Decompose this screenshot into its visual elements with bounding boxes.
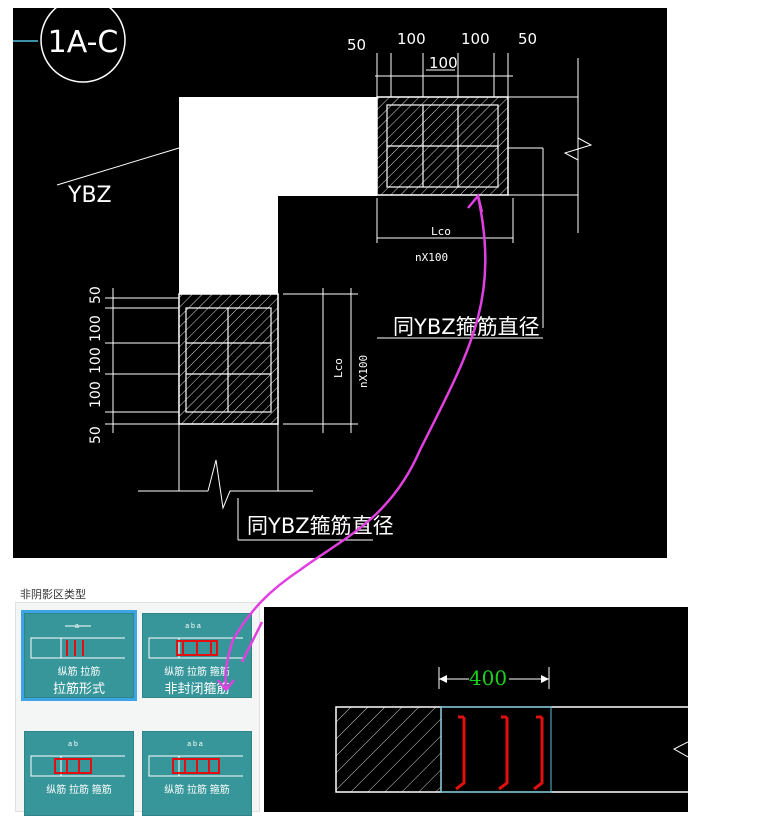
nx100-side-label: nX100: [357, 355, 370, 388]
tie-bar-form-icon: a: [30, 623, 125, 659]
tile-tie-bar-form[interactable]: a 纵筋 拉筋 拉筋形式: [21, 610, 137, 701]
preview-dimension: 400: [469, 666, 507, 690]
tile-non-closed-stirrup[interactable]: a b a 纵筋 拉筋 箍筋 非封闭箍筋: [142, 613, 252, 698]
left-dim-5: 50: [88, 426, 104, 444]
lco-top-label: Lco: [431, 225, 451, 238]
left-dim-1: 50: [88, 286, 104, 304]
axis-tag: 1A-C: [48, 25, 119, 60]
cad-drawing-top: 1A-C YBZ 50 100 100 100 50: [13, 0, 667, 558]
axis-bubble: [40, 0, 126, 83]
cad-drawing-canvas: 1A-C YBZ 50 100 100 100 50: [13, 0, 593, 541]
left-dim-3: 100: [88, 347, 104, 374]
rebar-tie-3: [533, 715, 544, 791]
tile3-sublabels: 纵筋 拉筋 箍筋: [46, 785, 112, 796]
nx100-top-label: nX100: [415, 251, 448, 264]
note-bottom: 同YBZ箍筋直径: [247, 514, 394, 538]
ybz-leader: [56, 147, 180, 186]
top-dim-4: 100: [461, 30, 490, 48]
cad-preview: 400: [264, 607, 689, 812]
top-dim-2: 100: [397, 30, 426, 48]
tile1-sublabels: 纵筋 拉筋: [57, 667, 101, 678]
top-dim-5: 50: [518, 30, 537, 48]
note-right: 同YBZ箍筋直径: [393, 315, 540, 339]
cad-preview-canvas: 400: [335, 666, 689, 793]
tile2-dim: a b a: [185, 623, 201, 630]
tile-closed-stirrup[interactable]: a b 纵筋 拉筋 箍筋: [24, 731, 134, 816]
top-dim-3: 100: [429, 54, 458, 72]
tile1-dim: a: [75, 623, 79, 630]
lco-side-label: Lco: [332, 358, 345, 378]
section-title: 非阴影区类型: [20, 589, 86, 601]
ybz-wall-shape: [179, 97, 377, 294]
rebar-tie-2: [498, 715, 509, 791]
rebar-tie-1: [455, 715, 466, 791]
tile2-caption: 非封闭箍筋: [164, 681, 230, 696]
tile4-dim: a b a: [187, 741, 203, 748]
preview-hatched-wall: [335, 706, 442, 793]
non-shadow-type-selector: a 纵筋 拉筋 拉筋形式 a b a 纵筋 拉筋 箍筋 非封闭箍筋 a b 纵筋…: [15, 602, 260, 816]
ybz-label: YBZ: [67, 183, 112, 208]
closed-stirrup-icon: a b: [30, 741, 125, 777]
left-dim-2: 100: [88, 315, 104, 342]
double-stirrup-icon: a b a: [148, 741, 243, 777]
top-dim-1: 50: [347, 36, 366, 54]
tile4-sublabels: 纵筋 拉筋 箍筋: [164, 785, 230, 796]
tile3-dim: a b: [68, 741, 78, 748]
tile2-sublabels: 纵筋 拉筋 箍筋: [164, 667, 230, 678]
tile1-caption: 拉筋形式: [52, 681, 105, 696]
left-dim-4: 100: [88, 381, 104, 408]
tile-double-stirrup[interactable]: a b a 纵筋 拉筋 箍筋: [142, 731, 252, 816]
